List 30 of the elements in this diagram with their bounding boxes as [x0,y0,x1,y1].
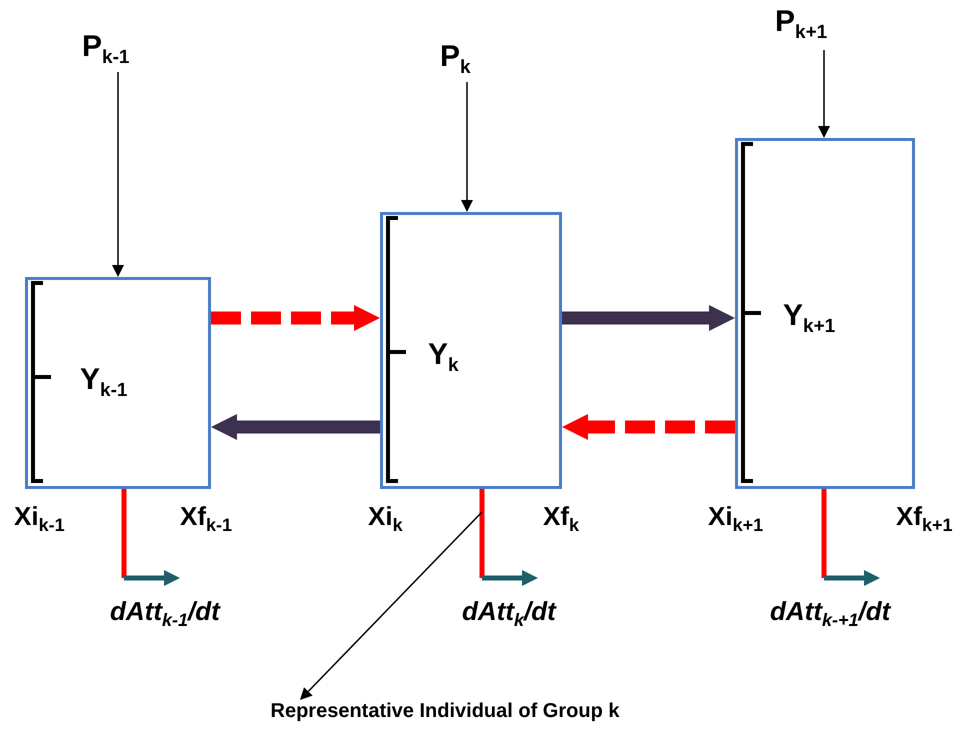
arrow [818,50,830,138]
variable-label: Y$_{k+1}$ [783,301,836,336]
output-arrow [480,489,538,586]
arrow [562,305,735,331]
output-arrow [822,489,880,586]
variable-label: Y$_{k-1}$ [80,365,128,400]
individual-box [735,138,915,489]
input-label: P$_{k+1}$ [775,5,875,50]
arrow [211,305,380,331]
rate-label: dAtt$_{k}$/dt [462,598,556,630]
arrow [112,72,124,277]
arrow [461,82,473,212]
output-arrow [122,489,180,586]
arrow [562,414,735,440]
bound-label: Xi$_{k-1}$ [14,503,65,534]
rate-label: dAtt$_{k-+1}$/dt [770,598,890,630]
individual-box [25,277,211,489]
bound-label: Xf$_{k-1}$ [180,503,232,534]
variable-label: Y$_{k}$ [428,340,459,375]
bound-label: Xi$_{k}$ [368,503,403,534]
arrow [211,414,380,440]
individual-box [380,212,562,489]
caption-text: Representative Individual of Group k [245,700,645,728]
input-label: P$_{k-1}$ [82,30,162,72]
rate-label: dAtt$_{k-1}$/dt [110,598,220,630]
bound-label: Xf$_{k+1}$ [896,503,953,534]
leader-line [300,511,483,700]
bound-label: Xf$_{k}$ [543,503,580,534]
input-label: P$_{k}$ [440,40,500,82]
bound-label: Xi$_{k+1}$ [708,503,764,534]
